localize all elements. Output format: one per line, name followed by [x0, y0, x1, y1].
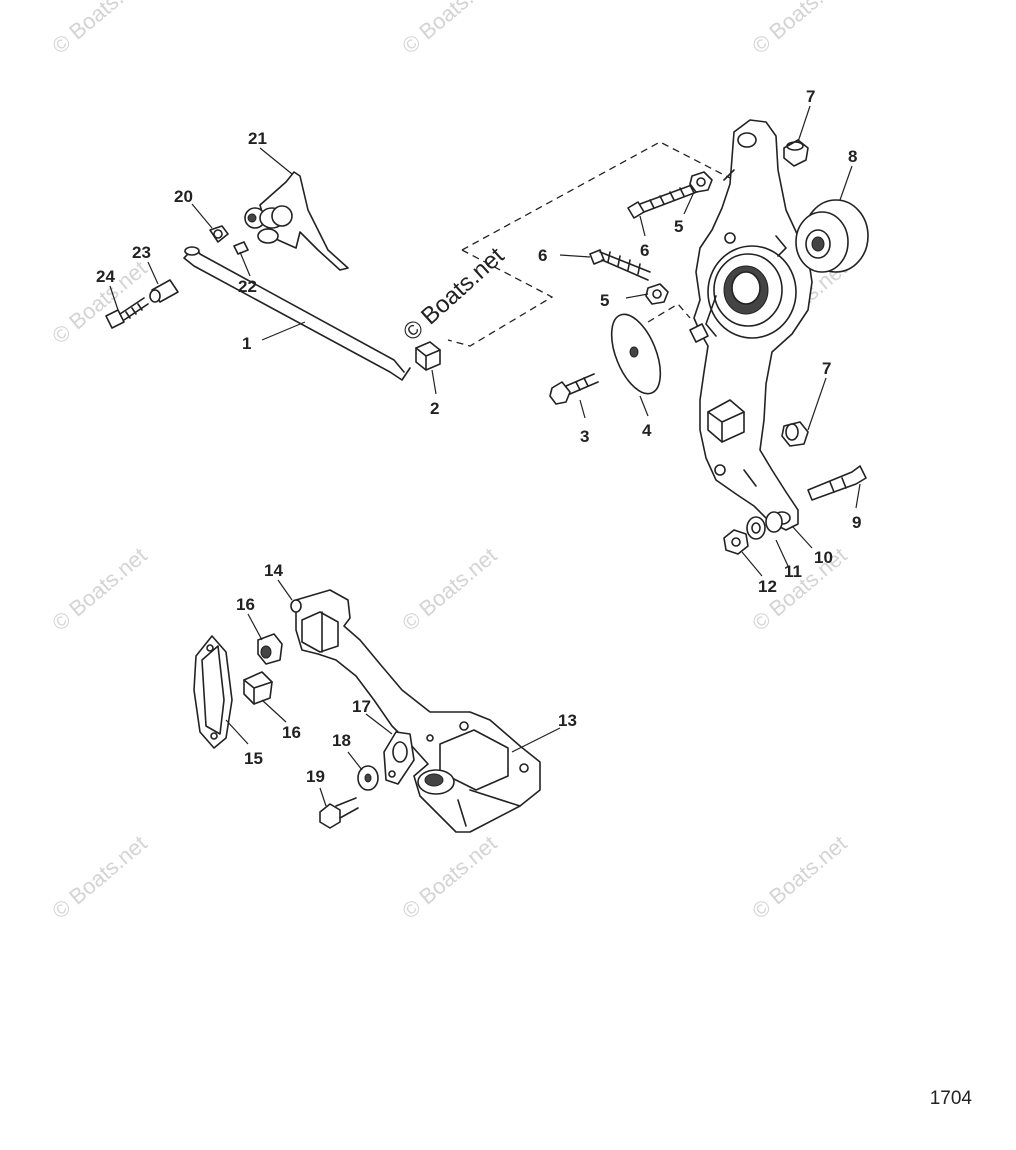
part-16-bushing-upper	[257, 633, 283, 665]
callout-16b: 16	[282, 723, 301, 742]
assembly-lines	[447, 141, 731, 347]
callout-18: 18	[332, 731, 351, 750]
callout-2: 2	[430, 399, 439, 418]
main-steering-arm	[689, 119, 813, 531]
callout-12: 12	[758, 577, 777, 596]
callout-7b: 7	[822, 359, 831, 378]
part-12-nut	[723, 529, 749, 555]
callout-19: 19	[306, 767, 325, 786]
callout-16a: 16	[236, 595, 255, 614]
watermark: © Boats.net	[397, 0, 501, 59]
callout-20: 20	[174, 187, 193, 206]
part-5-nut-lower	[645, 283, 669, 305]
callout-10: 10	[814, 548, 833, 567]
part-9-pin	[807, 465, 867, 501]
part-2-clip	[415, 341, 441, 371]
part-22-pin	[233, 241, 249, 255]
figure-number: 1704	[929, 1088, 972, 1109]
callout-24: 24	[96, 267, 115, 286]
watermark: © Boats.net	[397, 831, 501, 924]
part-6-screw-upper	[627, 181, 703, 219]
watermark: © Boats.net	[47, 543, 151, 636]
part-23-sleeve	[149, 279, 179, 303]
callout-3: 3	[580, 427, 589, 446]
part-6-screw-lower	[589, 249, 651, 281]
callout-22: 22	[238, 277, 257, 296]
part-5-nut-upper	[689, 171, 713, 193]
part-7-pin-upper	[783, 139, 809, 167]
part-13-bracket	[295, 589, 541, 833]
callout-1: 1	[242, 334, 251, 353]
watermark: © Boats.net	[747, 831, 851, 924]
leader-lines	[109, 105, 861, 807]
part-3-bolt	[549, 373, 599, 405]
watermark: © Boats.net	[47, 831, 151, 924]
part-7-pin-lower	[781, 421, 809, 447]
part-15-plate	[193, 635, 233, 749]
callouts: 1 2 3 4 5 5 6 6 7 7 8 9 10 11 12 13 14 1…	[96, 87, 861, 786]
callout-23: 23	[132, 243, 151, 262]
callout-17: 17	[352, 697, 371, 716]
part-18-washer	[357, 765, 379, 791]
callout-14: 14	[264, 561, 283, 580]
watermark: © Boats.net	[747, 0, 851, 59]
watermark: © Boats.net	[47, 0, 151, 59]
part-8-hub	[795, 199, 869, 273]
watermark-center: © Boats.net	[398, 242, 510, 346]
callout-8: 8	[848, 147, 857, 166]
part-17-clamp	[383, 731, 415, 785]
part-10-washer	[765, 511, 783, 533]
callout-13: 13	[558, 711, 577, 730]
watermark: © Boats.net	[397, 543, 501, 636]
callout-9: 9	[852, 513, 861, 532]
callout-6b: 6	[538, 246, 547, 265]
part-20-fitting	[209, 225, 229, 243]
callout-7a: 7	[806, 87, 815, 106]
part-14-pin	[290, 599, 302, 613]
part-24-bolt	[105, 297, 149, 329]
part-11-washer	[746, 516, 766, 540]
part-19-bolt	[319, 797, 359, 829]
callout-15: 15	[244, 749, 263, 768]
callout-5a: 5	[674, 217, 683, 236]
callout-6a: 6	[640, 241, 649, 260]
callout-21: 21	[248, 129, 267, 148]
callout-5b: 5	[600, 291, 609, 310]
callout-4: 4	[642, 421, 652, 440]
part-4-washer	[610, 313, 662, 395]
part-21-bracket	[244, 171, 349, 271]
callout-11: 11	[784, 562, 802, 581]
part-16-bushing-lower	[243, 671, 273, 705]
part-1-rod	[183, 246, 411, 381]
